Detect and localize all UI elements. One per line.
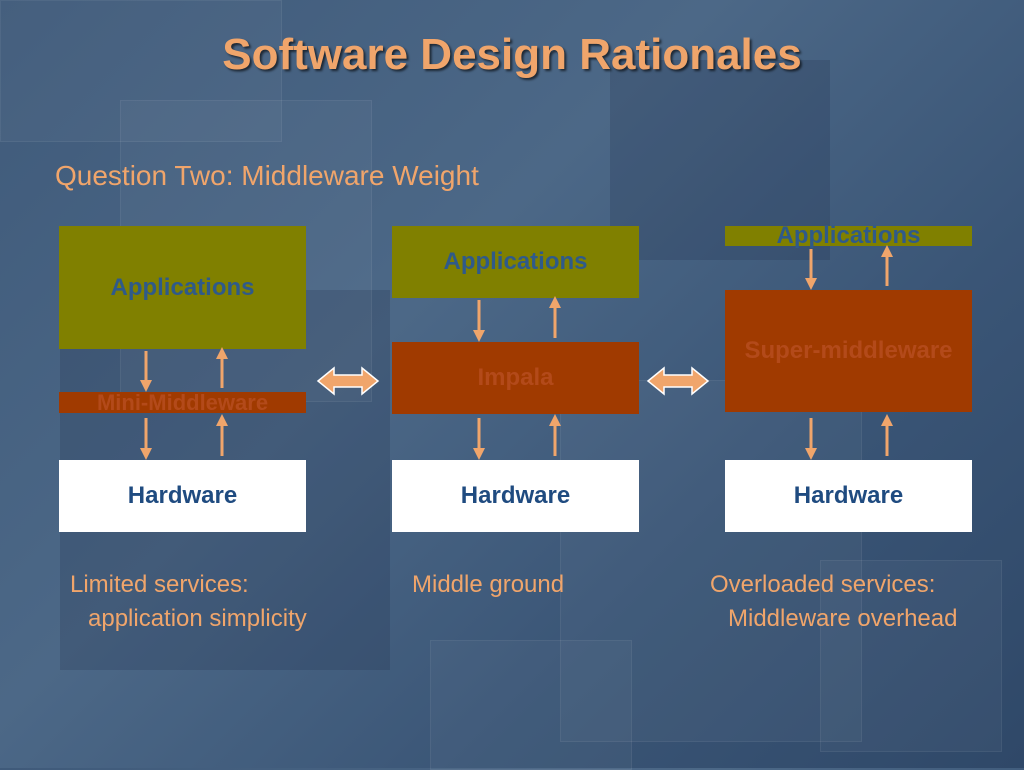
background-panel (820, 560, 1002, 752)
caption-column-3: Overloaded services: Middleware overhead (710, 568, 957, 636)
caption-column-1: Limited services: application simplicity (70, 568, 307, 636)
caption-line: application simplicity (88, 605, 307, 632)
hardware-box-1: Hardware (59, 460, 306, 532)
applications-box-2: Applications (392, 226, 639, 298)
slide-title: Software Design Rationales (222, 30, 802, 79)
background-panel (0, 0, 282, 142)
hardware-box-3: Hardware (725, 460, 972, 532)
double-arrow-icon (316, 366, 380, 396)
middleware-box-2: Impala (392, 342, 639, 414)
caption-column-2: Middle ground (412, 568, 564, 602)
slide-subtitle: Question Two: Middleware Weight (55, 160, 479, 191)
applications-box-1: Applications (59, 226, 306, 349)
background-panel (560, 380, 862, 742)
caption-line: Limited services: (70, 571, 249, 598)
double-arrow-icon (646, 366, 710, 396)
hardware-box-2: Hardware (392, 460, 639, 532)
caption-line: Middleware overhead (728, 605, 958, 632)
applications-box-3: Applications (725, 224, 972, 248)
caption-line: Overloaded services: (710, 571, 936, 598)
middleware-box-1: Mini-Middleware (59, 390, 306, 415)
middleware-box-3: Super-middleware (725, 290, 972, 412)
caption-line: Middle ground (412, 571, 565, 598)
